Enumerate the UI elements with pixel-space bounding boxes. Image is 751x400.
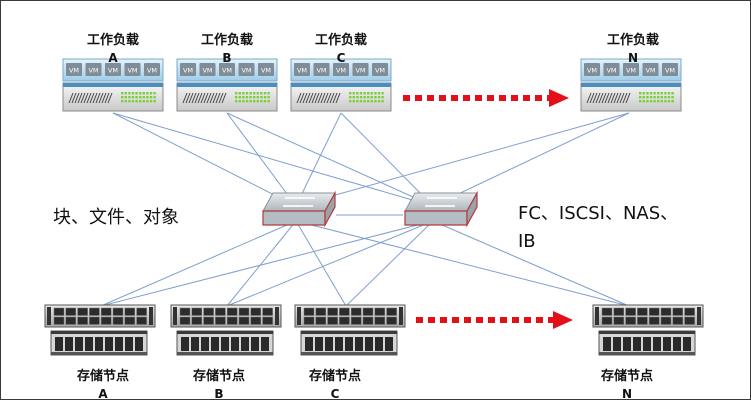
storage-n-title: 存储节点 (600, 369, 653, 384)
vm-box (144, 63, 160, 76)
workload-servers: VM VM VM VM VM VM VM VM VM VM VM VM VM VM VM VM VM VM VM VM (62, 58, 682, 112)
vm-label: VM (316, 67, 326, 75)
link-switch-left-storage-a (100, 220, 297, 307)
protocol-types-label: 块、文件、对象 (53, 207, 179, 228)
link-workload-c-switch-left (295, 112, 342, 207)
interface-types-label-line1: FC、ISCSI、NAS、 (518, 203, 679, 224)
vm-label: VM (355, 67, 365, 75)
storage-c-letter: C (330, 387, 340, 400)
workload-server-n: VM VM VM VM VM (580, 58, 682, 112)
workload-b-title: 工作负载 (200, 33, 253, 48)
switch-right (404, 190, 478, 228)
storage-node-n (592, 304, 704, 356)
workload-b-letter: B (222, 51, 232, 65)
storage-servers (44, 304, 704, 356)
vm-label: VM (69, 67, 79, 75)
vm-box (603, 63, 620, 76)
vm-box (258, 63, 274, 76)
vm-box (372, 63, 388, 76)
vm-box (294, 63, 310, 76)
vm-label: VM (183, 67, 193, 75)
workload-server-b: VM VM VM VM VM (176, 58, 278, 112)
workload-a-letter: A (108, 51, 118, 65)
link-switch-right-storage-a (100, 220, 434, 307)
vm-label: VM (665, 67, 675, 75)
storage-node-c (294, 304, 406, 356)
workload-server-c: VM VM VM VM VM (290, 58, 392, 112)
vm-box (313, 63, 330, 76)
interface-types-label-line2: IB (518, 231, 536, 252)
vm-box (333, 63, 349, 76)
vm-box (642, 63, 659, 76)
storage-c-title: 存储节点 (308, 369, 361, 384)
workload-n-title: 工作负载 (606, 33, 659, 48)
vm-box (238, 63, 255, 76)
link-switch-right-storage-n (432, 220, 630, 307)
vm-label: VM (336, 67, 346, 75)
vm-label: VM (606, 67, 616, 75)
link-workload-b-switch-left (226, 112, 297, 207)
link-switch-left-storage-b (226, 220, 297, 307)
storage-b-title: 存储节点 (192, 369, 245, 384)
link-switch-right-storage-b (226, 220, 434, 307)
arrow-storage-continue (416, 311, 573, 329)
vm-label: VM (587, 67, 597, 75)
vm-box (623, 63, 639, 76)
link-workload-c-switch-right (340, 112, 434, 207)
vm-label: VM (222, 67, 232, 75)
vm-label: VM (88, 67, 98, 75)
switch-left (262, 190, 336, 228)
workload-a-title: 工作负载 (86, 33, 139, 48)
link-workload-n-switch-left (295, 112, 630, 207)
vm-label: VM (108, 67, 118, 75)
vm-label: VM (147, 67, 157, 75)
vm-box (105, 63, 121, 76)
vm-box (66, 63, 82, 76)
arrow-workloads-continue (403, 89, 569, 107)
vm-box (124, 63, 141, 76)
vm-label: VM (626, 67, 636, 75)
vm-label: VM (202, 67, 212, 75)
storage-n-letter: N (621, 387, 633, 400)
storage-a-title: 存储节点 (76, 369, 129, 384)
workload-server-a: VM VM VM VM VM (62, 58, 164, 112)
link-workload-b-switch-right (226, 112, 434, 207)
vm-box (352, 63, 369, 76)
vm-box (199, 63, 216, 76)
vm-box (85, 63, 102, 76)
vm-box (662, 63, 678, 76)
link-switch-right-storage-c (345, 220, 434, 307)
workload-c-title: 工作负载 (314, 33, 367, 48)
vm-label: VM (375, 67, 385, 75)
vm-label: VM (645, 67, 655, 75)
storage-b-letter: B (214, 387, 224, 400)
vm-label: VM (261, 67, 271, 75)
vm-label: VM (297, 67, 307, 75)
vm-box (219, 63, 235, 76)
storage-a-letter: A (98, 387, 108, 400)
vm-box (180, 63, 196, 76)
link-workload-n-switch-right (432, 112, 630, 207)
workload-c-letter: C (336, 51, 346, 65)
storage-node-a (44, 304, 156, 356)
workload-n-letter: N (627, 51, 639, 65)
vm-label: VM (241, 67, 251, 75)
connection-lines (100, 112, 630, 307)
link-workload-a-switch-right (112, 112, 434, 207)
link-switch-left-storage-c (295, 220, 347, 307)
vm-box (584, 63, 600, 76)
vm-label: VM (127, 67, 137, 75)
link-switch-left-storage-n (295, 220, 630, 307)
storage-node-b (170, 304, 282, 356)
link-workload-a-switch-left (112, 112, 297, 207)
